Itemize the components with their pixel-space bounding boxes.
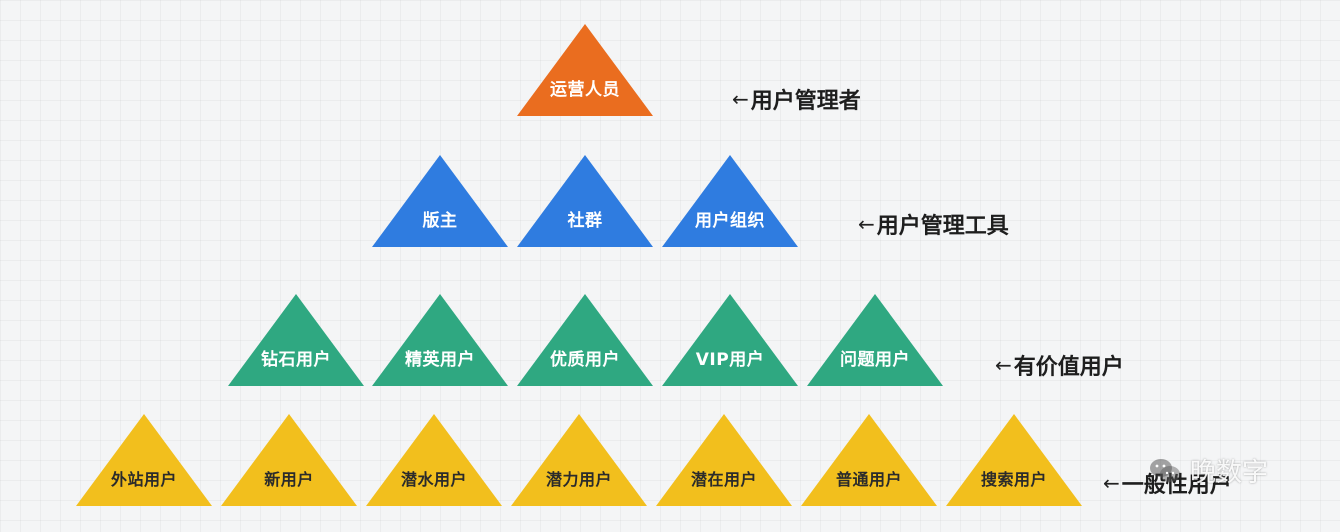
triangle-new-user: 新用户 — [221, 414, 357, 506]
wechat-icon — [1150, 458, 1180, 482]
triangle-external-user: 外站用户 — [76, 414, 212, 506]
triangle-label: 版主 — [422, 211, 458, 231]
level-label: 用户管理者 — [750, 89, 861, 114]
triangle-label: 潜在用户 — [690, 470, 757, 489]
watermark: 晚数字 — [1148, 452, 1268, 489]
triangle-search-user: 搜索用户 — [946, 414, 1082, 506]
triangle-diamond-user: 钻石用户 — [228, 294, 364, 386]
triangle-elite-user: 精英用户 — [372, 294, 508, 386]
triangle-label: 用户组织 — [695, 211, 765, 231]
triangle-label: 普通用户 — [835, 470, 902, 489]
triangle-community: 社群 — [517, 155, 653, 247]
level-annotation-managers: ← 用户管理者 — [732, 84, 861, 114]
triangle-lurker-user: 潜水用户 — [366, 414, 502, 506]
triangle-label: 优质用户 — [550, 350, 620, 370]
triangle-label: 潜力用户 — [545, 470, 612, 489]
triangle-potential-talent-user: 潜力用户 — [511, 414, 647, 506]
watermark-text: 晚数字 — [1190, 458, 1269, 488]
triangle-problem-user: 问题用户 — [807, 294, 943, 386]
triangle-user-organization: 用户组织 — [662, 155, 798, 247]
triangle-operator: 运营人员 — [517, 24, 653, 116]
arrow-left-icon: ← — [858, 212, 875, 236]
arrow-left-icon: ← — [995, 353, 1012, 377]
triangle-prospective-user: 潜在用户 — [656, 414, 792, 506]
triangle-label: 外站用户 — [110, 470, 177, 489]
level-annotation-tools: ← 用户管理工具 — [858, 209, 1009, 239]
arrow-left-icon: ← — [1103, 471, 1120, 495]
arrow-left-icon: ← — [732, 87, 749, 111]
triangle-label: 潜水用户 — [400, 470, 467, 489]
level-label: 有价值用户 — [1013, 355, 1124, 380]
triangle-moderator: 版主 — [372, 155, 508, 247]
level-annotation-general: ← 一般性用户 — [1103, 468, 1232, 498]
triangle-quality-user: 优质用户 — [517, 294, 653, 386]
triangle-label: 新用户 — [264, 470, 314, 489]
triangle-label: 搜索用户 — [980, 470, 1047, 489]
triangle-regular-user: 普通用户 — [801, 414, 937, 506]
level-label: 一般性用户 — [1121, 473, 1232, 498]
level-label: 用户管理工具 — [876, 214, 1009, 239]
triangle-label: 问题用户 — [840, 350, 910, 370]
triangle-label: 运营人员 — [550, 80, 620, 100]
triangle-label: 钻石用户 — [261, 350, 331, 370]
triangle-label: 社群 — [567, 211, 603, 231]
triangle-label: VIP用户 — [695, 350, 765, 370]
level-annotation-valuable: ← 有价值用户 — [995, 350, 1124, 380]
triangle-vip-user: VIP用户 — [662, 294, 798, 386]
triangle-label: 精英用户 — [405, 350, 475, 370]
